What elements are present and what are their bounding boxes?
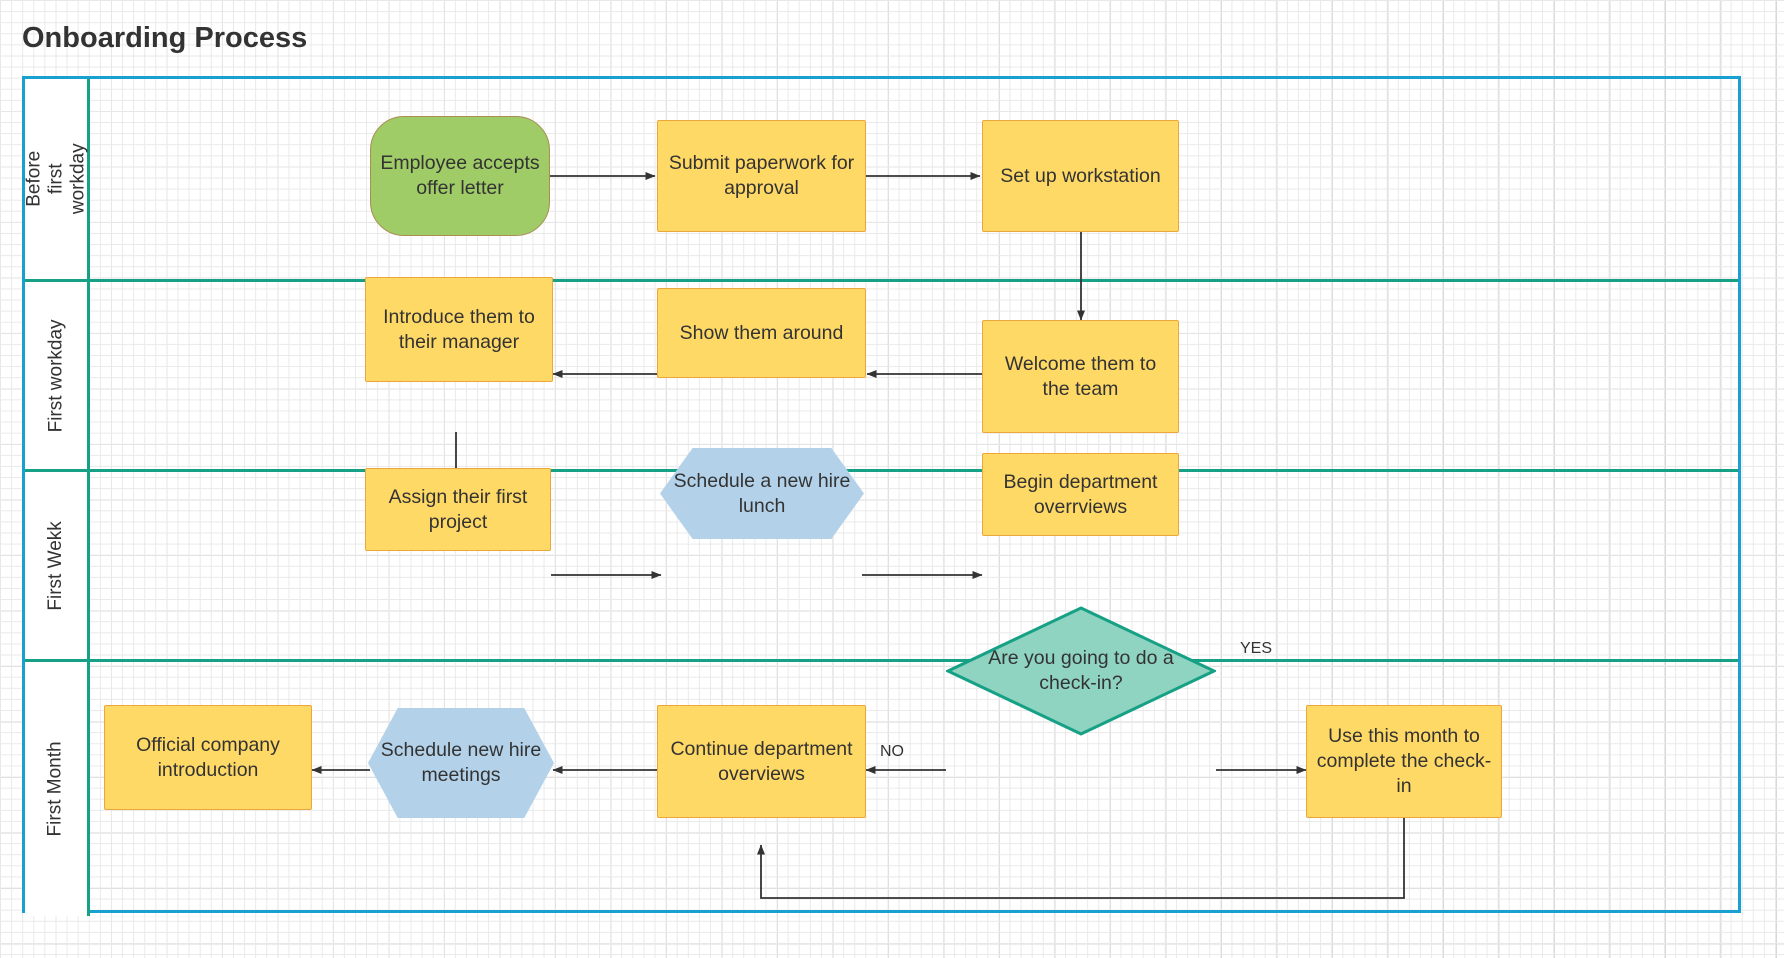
node-label: Assign their first project	[388, 485, 528, 533]
lane-label-first-workday: First workday	[45, 319, 67, 432]
page-title: Onboarding Process	[22, 22, 308, 54]
node-label: Schedule new hire meetings	[380, 739, 542, 786]
lane-first-month[interactable]: First Month	[25, 662, 1738, 916]
lane-header-first-month[interactable]: First Month	[25, 662, 90, 916]
node-introduce-them-to-their-manager[interactable]: Introduce them to their manager	[365, 277, 553, 382]
node-label: Schedule a new hire lunch	[673, 469, 851, 517]
node-label: Official company introduction	[136, 733, 280, 781]
node-begin-department-overrviews[interactable]: Begin department overrviews	[982, 453, 1179, 536]
node-continue-department-overviews[interactable]: Continue department overviews	[657, 705, 866, 818]
node-are-you-going-to-do-a-check-in[interactable]: Are you going to do a check-in?	[946, 606, 1216, 736]
node-assign-their-first-project[interactable]: Assign their first project	[365, 468, 551, 551]
node-schedule-a-new-hire-lunch[interactable]: Schedule a new hire lunch	[660, 448, 864, 539]
node-label: Use this month to complete the check-in	[1316, 725, 1492, 797]
node-label: Set up workstation	[1000, 164, 1161, 187]
node-official-company-introduction[interactable]: Official company introduction	[104, 705, 312, 810]
lane-header-first-workday[interactable]: First workday	[25, 282, 90, 469]
node-label-wrapper: Are you going to do a check-in?	[946, 606, 1216, 736]
lane-first-week[interactable]: First Wekk	[25, 472, 1738, 662]
lane-label-first-week: First Wekk	[45, 520, 67, 611]
edge-label-yes: YES	[1240, 640, 1273, 657]
node-employee-accepts-offer-letter[interactable]: Employee accepts offer letter	[370, 116, 550, 236]
lane-before-first-workday[interactable]: Before first workday	[23, 79, 1738, 282]
node-submit-paperwork-for-approval[interactable]: Submit paperwork for approval	[657, 120, 866, 232]
node-label: Are you going to do a check-in?	[988, 647, 1174, 694]
lane-header-first-week[interactable]: First Wekk	[25, 472, 90, 659]
node-welcome-them-to-the-team[interactable]: Welcome them to the team	[982, 320, 1179, 433]
node-schedule-new-hire-meetings[interactable]: Schedule new hire meetings	[368, 708, 554, 818]
node-label: Show them around	[679, 321, 844, 344]
node-label: Submit paperwork for approval	[668, 152, 855, 199]
lane-header-before-first-workday[interactable]: Before first workday	[23, 79, 90, 279]
swimlane-pool[interactable]: Before first workday First workday First…	[22, 76, 1741, 916]
node-show-them-around[interactable]: Show them around	[657, 288, 866, 378]
node-label: Welcome them to the team	[1004, 352, 1157, 400]
node-label: Continue department overviews	[670, 737, 853, 785]
node-set-up-workstation[interactable]: Set up workstation	[982, 120, 1179, 232]
edge-label-no: NO	[880, 743, 904, 760]
diamond-shape	[946, 606, 1216, 736]
node-label: Employee accepts offer letter	[380, 152, 540, 199]
lane-first-workday[interactable]: First workday	[25, 282, 1738, 472]
lane-label-first-month: First Month	[45, 741, 67, 837]
node-use-this-month-to-complete-the-check-in[interactable]: Use this month to complete the check-in	[1306, 705, 1502, 818]
lane-label-before-first-workday: Before first workday	[23, 143, 88, 215]
node-label: Begin department overrviews	[1003, 470, 1158, 518]
node-label: Introduce them to their manager	[383, 305, 535, 353]
